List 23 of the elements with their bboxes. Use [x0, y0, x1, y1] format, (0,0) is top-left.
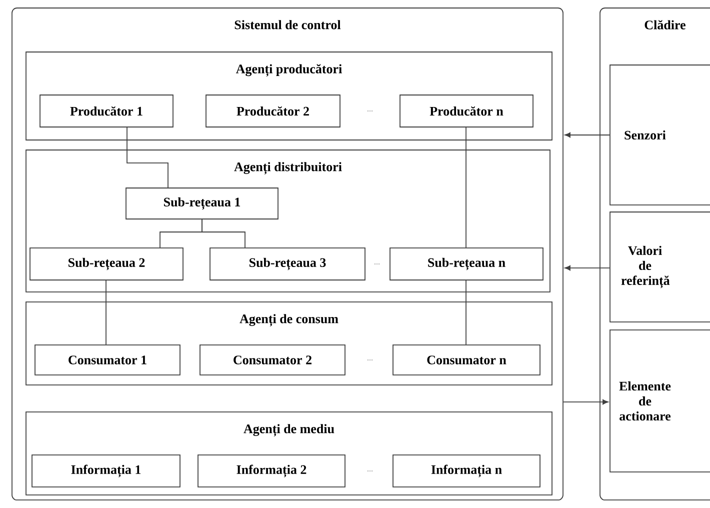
connector-line: [126, 127, 168, 188]
agent-box: Sub-rețeaua n: [390, 248, 544, 280]
arrow: [564, 265, 610, 271]
agent-box: Producător 2: [206, 94, 340, 128]
ellipsis: ...: [368, 110, 372, 112]
agent-box: Sub-rețeaua 3: [210, 248, 366, 280]
agent-box: Sub-rețeaua 2: [30, 248, 184, 280]
agent-box: Consumator 2: [200, 344, 346, 376]
arrow: [563, 399, 608, 405]
agent-box: Informația 1: [32, 454, 180, 488]
arrow: [564, 132, 610, 138]
agent-box: Consumator n: [392, 344, 540, 376]
component-box: Valori de referință: [610, 212, 710, 322]
ellipsis: ...: [368, 470, 372, 472]
component-box: Elemente de actionare: [610, 330, 710, 472]
component-box: Senzori: [610, 64, 710, 206]
connector-line: [202, 219, 246, 248]
agent-box: Consumator 1: [34, 344, 180, 376]
agent-box: Informația 2: [198, 454, 346, 488]
agent-box: Sub-rețeaua 1: [126, 188, 278, 220]
agent-box: Informația n: [392, 454, 540, 488]
agent-box: Producător n: [400, 94, 534, 128]
agent-box: Producător 1: [40, 94, 174, 128]
